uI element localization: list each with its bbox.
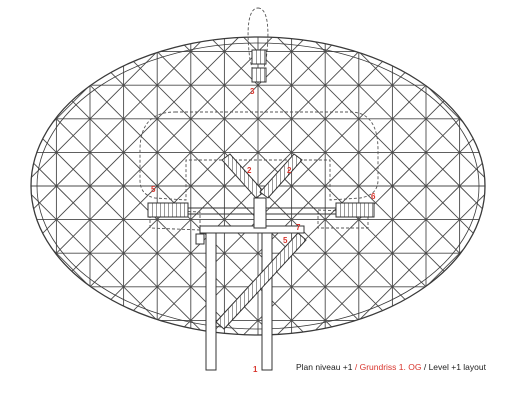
area-label-2: 2: [287, 166, 292, 175]
area-label-2: 2: [247, 166, 252, 175]
plan-caption: Plan niveau +1 / Grundriss 1. OG / Level…: [296, 362, 486, 372]
area-label-6: 6: [371, 192, 376, 201]
area-label-3: 3: [250, 87, 255, 96]
area-label-7: 7: [296, 223, 301, 232]
area-label-1: 1: [253, 365, 258, 374]
area-label-5: 5: [283, 236, 288, 245]
caption-french: Plan niveau +1: [296, 362, 353, 372]
caption-separator: /: [421, 362, 429, 372]
caption-separator: /: [352, 362, 360, 372]
area-labels: 1 2 2 3 5 5 6 7: [151, 87, 376, 374]
structural-elements: [147, 49, 375, 371]
area-label-5: 5: [151, 185, 156, 194]
perimeter-ring: [30, 36, 486, 336]
caption-german: Grundriss 1. OG: [359, 362, 422, 372]
caption-english: Level +1 layout: [428, 362, 486, 372]
